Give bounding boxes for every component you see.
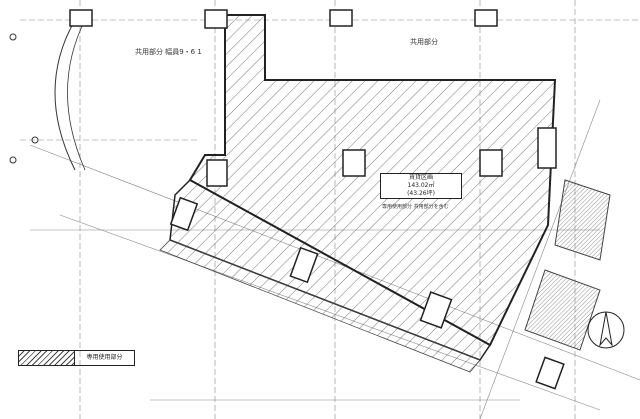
exclusive-use-strip xyxy=(169,179,492,361)
curved-wall xyxy=(54,19,76,171)
columns xyxy=(69,9,565,390)
rental-area-label-box: 賃貸区画 143.02㎡ (43.26坪) xyxy=(380,173,462,199)
top-left-label: 共用部分 幅員9・6 1 xyxy=(135,48,202,56)
north-arrow-icon xyxy=(587,311,625,349)
legend: 専用使用部分 xyxy=(18,350,135,366)
grid-marker xyxy=(9,33,17,41)
top-right-label: 共用部分 xyxy=(410,38,438,46)
adjacent-area xyxy=(554,179,611,261)
room-name: 賃貸区画 xyxy=(408,174,433,181)
legend-hatch-swatch xyxy=(19,351,75,365)
room-tsubo: (43.26坪) xyxy=(407,190,435,197)
room-area: 143.02㎡ xyxy=(407,182,435,189)
column xyxy=(69,9,93,27)
legend-label: 専用使用部分 xyxy=(86,354,123,361)
note-label: 専用使用部分 共用部分を含む xyxy=(382,204,449,210)
rental-area xyxy=(188,14,557,347)
